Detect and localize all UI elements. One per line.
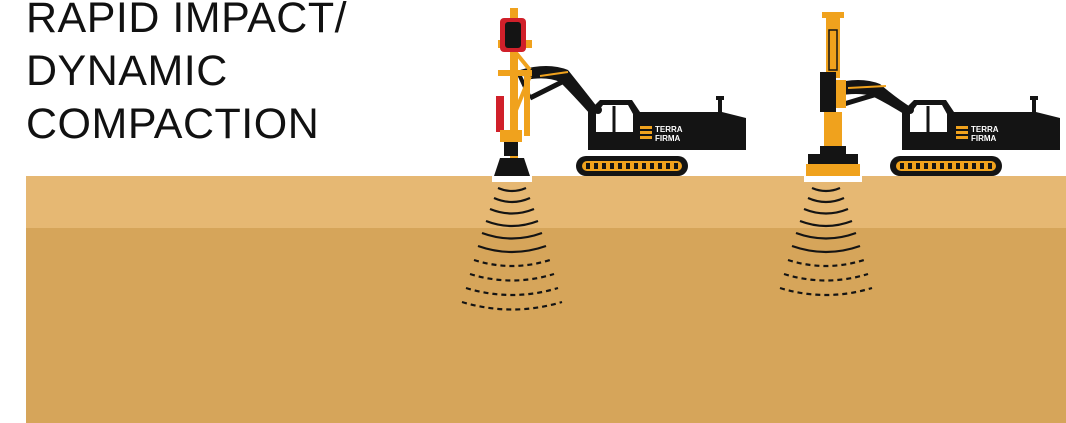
compaction-hammer-icon <box>804 12 862 182</box>
brand-line-2: FIRMA <box>971 134 997 143</box>
ground-bottom-layer <box>26 228 1066 423</box>
excavator-icon: TERRA FIRMA <box>518 66 746 176</box>
excavator-icon: TERRA FIRMA <box>832 80 1060 176</box>
brand-line-1: TERRA <box>971 125 999 134</box>
brand-line-2: FIRMA <box>655 134 681 143</box>
ground-top-layer <box>26 176 1066 228</box>
compaction-hammer-icon <box>492 8 532 182</box>
brand-line-1: TERRA <box>655 125 683 134</box>
